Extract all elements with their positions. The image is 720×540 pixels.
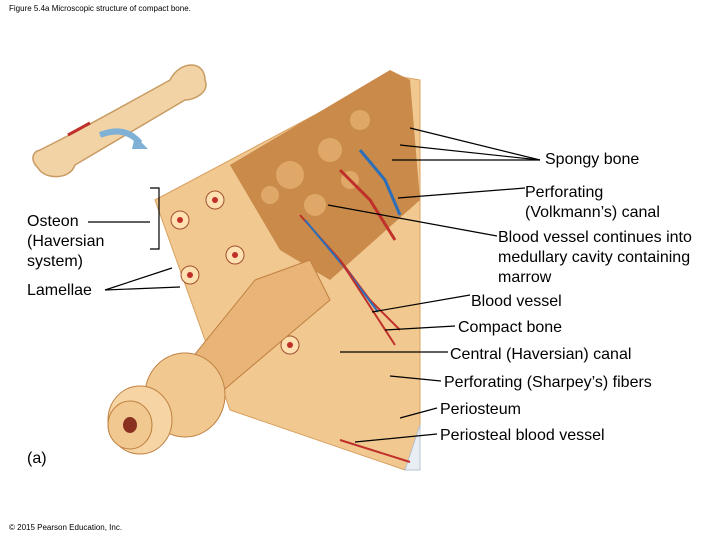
long-bone-icon [32,64,207,178]
label-blood-vessel: Blood vessel [471,293,562,310]
label-lamellae: Lamellae [27,282,92,299]
panel-label: (a) [27,450,47,467]
label-osteon: Osteon (Haversian system) [27,213,105,270]
label-spongy-bone: Spongy bone [545,151,640,168]
periosteal-vessel [339,439,411,463]
label-periosteal-blood-vessel: Periosteal blood vessel [440,427,605,444]
label-blood-vessel-continues: Blood vessel continues into medullary ca… [498,229,692,286]
label-compact-bone: Compact bone [458,319,563,336]
label-central-haversian-canal: Central (Haversian) canal [450,346,632,363]
arrowhead-icon [132,136,148,149]
osteon-cylinder [107,259,331,455]
leader-lines [88,127,541,443]
copyright-notice: © 2015 Pearson Education, Inc. [9,523,123,532]
label-perforating-volkmann-canal: Perforating (Volkmann’s) canal [525,184,660,221]
label-perforating-sharpey-fibers: Perforating (Sharpey’s) fibers [444,374,652,391]
figure-title: Figure 5.4a Microscopic structure of com… [9,4,191,13]
label-periosteum: Periosteum [440,401,521,418]
